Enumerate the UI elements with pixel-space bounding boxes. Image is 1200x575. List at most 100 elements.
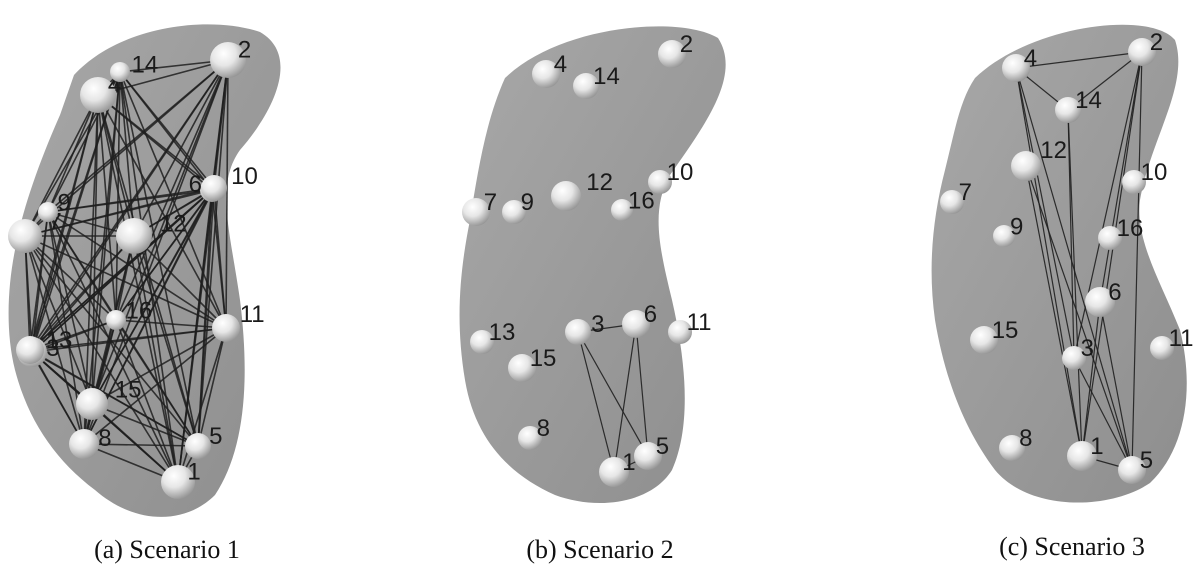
connection-line [97,94,135,237]
connection-line [635,323,649,457]
node-label: 10 [1141,159,1168,186]
connection-line [197,187,215,447]
connection-line [1073,357,1133,471]
connection-line [197,59,229,447]
connection-line [1099,301,1133,471]
node-label: 11 [687,309,712,336]
electrode-node [1011,151,1041,181]
connection-line [29,187,215,351]
connection-line [1099,51,1143,303]
connection-line [1067,51,1143,111]
electrode-node [210,42,246,78]
node-label: 2 [238,36,251,63]
electrode-node [1002,54,1030,82]
caption: (a) Scenario 1 [94,535,240,564]
connection-line [1067,109,1083,457]
node-label: 8 [98,425,111,452]
node-label: 5 [209,423,222,450]
electrode-node [1067,441,1097,471]
connection-line [47,211,117,321]
node-label: 9 [521,189,534,216]
electrode-node [161,465,195,499]
electrode-node [532,60,560,88]
electrode-node [518,426,542,450]
connection-line [1081,51,1143,457]
connection-line [83,443,199,447]
node-label: 3 [46,335,59,362]
electrode-node [16,336,44,364]
connection-line [91,403,199,447]
kidney-surface [931,24,1187,503]
node-label: 14 [1075,87,1102,114]
electrode-node [1098,226,1122,250]
electrode-node [1085,287,1115,317]
connection-line [119,71,215,189]
electrode-node [38,202,58,222]
electrode-node [106,310,126,330]
kidney-surface [459,26,726,503]
node-label: 10 [231,163,258,190]
connection-line [213,59,229,189]
connection-line [115,59,229,321]
connection-lines [1015,51,1143,471]
connection-line [577,331,649,457]
electrode-node [1062,346,1086,370]
connection-line [1015,51,1143,69]
connection-line [119,59,229,73]
connection-line [177,187,215,483]
connection-line [177,327,227,483]
connection-line [24,94,99,237]
caption: (b) Scenario 2 [526,535,673,564]
node-label: 5 [1140,447,1153,474]
connection-line [613,323,637,473]
electrode-node [551,181,581,211]
connection-line [133,235,179,483]
electrode-node [76,388,108,420]
node-label: 3 [1081,335,1094,362]
electrode-node [110,62,130,82]
electrode-node [508,354,536,382]
node-label: 11 [1169,325,1194,352]
electrode-node [1128,38,1156,66]
node-label: 6 [189,171,202,198]
node-label: 12 [1040,137,1067,164]
electrode-node [565,319,591,345]
connection-line [133,235,199,447]
connection-line [47,59,229,213]
node-label: 2 [680,31,693,58]
node-label: 12 [586,169,613,196]
connection-line [1131,51,1143,471]
electrode-node [970,326,998,354]
node-label: 6 [644,301,657,328]
electrode-node [658,40,686,68]
connection-line [29,349,85,445]
node-label: 7 [959,179,972,206]
node-label: 16 [1117,215,1144,242]
connection-line [91,327,227,405]
node-label: 9 [1010,213,1023,240]
node-label: 6 [1108,279,1121,306]
connection-line [29,327,227,351]
node-label: 16 [126,298,153,325]
electrode-node [622,310,650,338]
electrode-node [611,199,633,221]
connection-line [91,403,179,483]
connection-line [24,187,215,237]
electrode-node [185,433,211,459]
connection-line [1025,165,1133,471]
node-label: 1 [187,458,200,485]
connection-line [83,94,99,445]
connection-line [1073,51,1143,359]
connection-line [225,59,229,329]
node-label: 12 [160,210,187,237]
node-label: 8 [1019,425,1032,452]
connection-line [91,71,121,405]
connection-line [91,187,215,405]
connection-line [83,59,229,445]
connection-line [29,211,49,351]
